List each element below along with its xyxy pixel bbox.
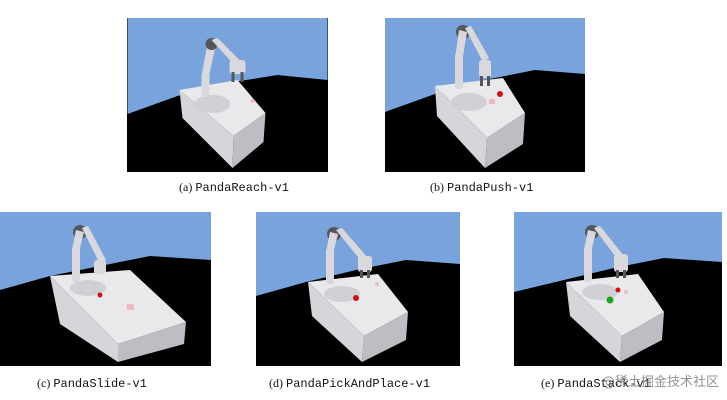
robot-gripper-right xyxy=(487,76,490,86)
caption-label: (e) xyxy=(541,376,555,390)
robot-wrist xyxy=(229,60,246,74)
caption-env: PandaPickAndPlace-v1 xyxy=(286,377,431,391)
target-sphere xyxy=(250,99,255,103)
target-pink xyxy=(375,282,379,286)
robot-wrist xyxy=(358,256,372,272)
caption-label: (b) xyxy=(430,180,444,194)
object-red xyxy=(497,91,503,97)
panda-stack-render xyxy=(514,212,722,366)
robot-base xyxy=(201,73,210,97)
panda-reach-render xyxy=(127,18,328,172)
robot-arm-upper xyxy=(211,38,240,64)
panda-slide-render xyxy=(0,212,211,366)
sky xyxy=(0,212,211,290)
robot-shadow xyxy=(451,93,487,111)
robot-wrist xyxy=(614,254,628,272)
table-side-right xyxy=(485,113,525,168)
panda-push-render xyxy=(385,18,585,172)
panel-panda-reach xyxy=(127,18,328,172)
table-side-right xyxy=(362,312,408,362)
caption-d: (d) PandaPickAndPlace-v1 xyxy=(269,376,430,391)
robot-arm-upper xyxy=(594,226,624,260)
table-side-right xyxy=(232,113,266,168)
table-side-left xyxy=(566,282,622,362)
robot-gripper-left xyxy=(616,270,619,278)
robot-shadow xyxy=(582,284,618,300)
object-red xyxy=(353,295,359,301)
table-side-left xyxy=(50,276,118,362)
robot-wrist xyxy=(94,260,106,274)
table-side-left xyxy=(308,282,364,362)
robot-gripper-left xyxy=(231,72,235,82)
robot-arm-lower xyxy=(201,44,216,76)
panel-panda-push xyxy=(385,18,585,172)
caption-label: (a) xyxy=(179,180,193,194)
robot-gripper-right xyxy=(240,72,244,82)
robot-arm-upper xyxy=(82,226,106,264)
table-side-right xyxy=(118,322,186,362)
robot-arm-upper xyxy=(336,228,368,262)
table-side-right xyxy=(620,312,664,362)
panda-pick-and-place-render xyxy=(256,212,460,366)
robot-gripper-left xyxy=(360,270,363,278)
panel-panda-stack xyxy=(514,212,722,366)
object-green xyxy=(606,296,614,304)
caption-label: (c) xyxy=(37,376,51,390)
object-red xyxy=(97,292,103,298)
caption-env: PandaReach-v1 xyxy=(195,181,289,195)
panel-panda-pick-and-place xyxy=(256,212,460,366)
target-pink xyxy=(489,99,495,104)
robot-shadow xyxy=(194,95,231,113)
robot-base xyxy=(326,248,334,284)
robot-shadow xyxy=(70,280,106,296)
robot-shadow xyxy=(324,286,360,302)
robot-arm-lower xyxy=(455,30,467,58)
caption-env: PandaStack-v1 xyxy=(557,377,651,391)
caption-a: (a) PandaReach-v1 xyxy=(179,180,289,195)
robot-arm-lower xyxy=(72,230,84,250)
robot-gripper-right xyxy=(367,270,370,278)
robot-base xyxy=(455,53,463,89)
caption-c: (c) PandaSlide-v1 xyxy=(37,376,147,391)
robot-arm-lower xyxy=(584,230,596,250)
target-pink xyxy=(624,290,628,294)
panel-panda-slide xyxy=(0,212,211,366)
object-red xyxy=(615,287,621,293)
caption-label: (d) xyxy=(269,376,283,390)
table-side-left xyxy=(435,86,487,168)
robot-base xyxy=(584,246,592,282)
robot-gripper-right xyxy=(623,270,626,278)
robot-arm-lower xyxy=(326,232,338,252)
robot-base xyxy=(72,246,80,282)
robot-arm-upper xyxy=(465,26,489,62)
watermark: @稀土掘金技术社区 xyxy=(601,375,719,390)
robot-gripper-left xyxy=(480,76,483,86)
caption-b: (b) PandaPush-v1 xyxy=(430,180,533,195)
sky xyxy=(127,18,328,114)
caption-e: (e) PandaStack-v1 xyxy=(541,376,651,391)
robot-wrist xyxy=(479,60,491,78)
target-pink xyxy=(127,304,134,310)
caption-env: PandaPush-v1 xyxy=(447,181,534,195)
caption-env: PandaSlide-v1 xyxy=(53,377,147,391)
table-side-left xyxy=(179,90,234,168)
